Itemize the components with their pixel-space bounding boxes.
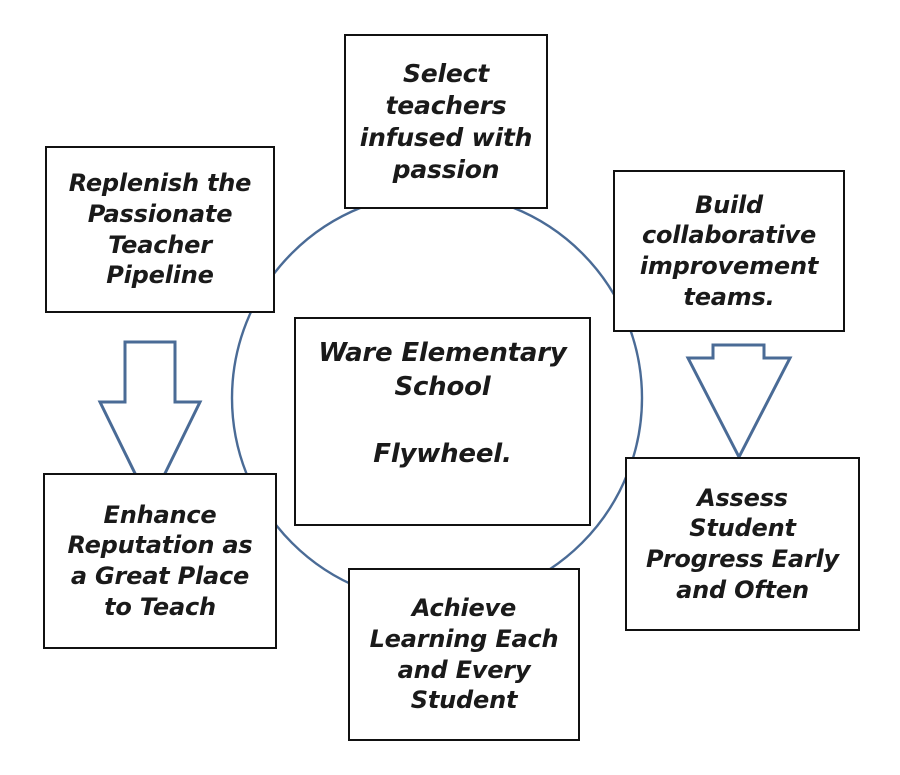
node-enhance-reputation[interactable]: Enhance Reputation as a Great Place to T… xyxy=(43,473,277,649)
node-build-teams-label: Build collaborative improvement teams. xyxy=(639,190,819,311)
node-replenish-pipeline[interactable]: Replenish the Passionate Teacher Pipelin… xyxy=(45,146,275,313)
node-enhance-reputation-label: Enhance Reputation as a Great Place to T… xyxy=(67,500,253,621)
node-replenish-pipeline-label: Replenish the Passionate Teacher Pipelin… xyxy=(68,169,252,290)
node-select-teachers[interactable]: Select teachers infused with passion xyxy=(344,34,548,209)
node-assess-progress-label: Assess Student Progress Early and Often xyxy=(646,483,839,604)
node-select-teachers-label: Select teachers infused with passion xyxy=(359,58,533,184)
node-center-title: Ware Elementary School Flywheel. xyxy=(294,317,591,526)
node-achieve-learning[interactable]: Achieve Learning Each and Every Student xyxy=(348,568,580,741)
node-achieve-learning-label: Achieve Learning Each and Every Student xyxy=(369,594,559,715)
up-arrow-left xyxy=(97,340,203,508)
node-center-title-label: Ware Elementary School Flywheel. xyxy=(318,338,567,470)
down-arrow-right xyxy=(685,343,793,461)
node-build-teams[interactable]: Build collaborative improvement teams. xyxy=(613,170,845,332)
node-assess-progress[interactable]: Assess Student Progress Early and Often xyxy=(625,457,860,631)
